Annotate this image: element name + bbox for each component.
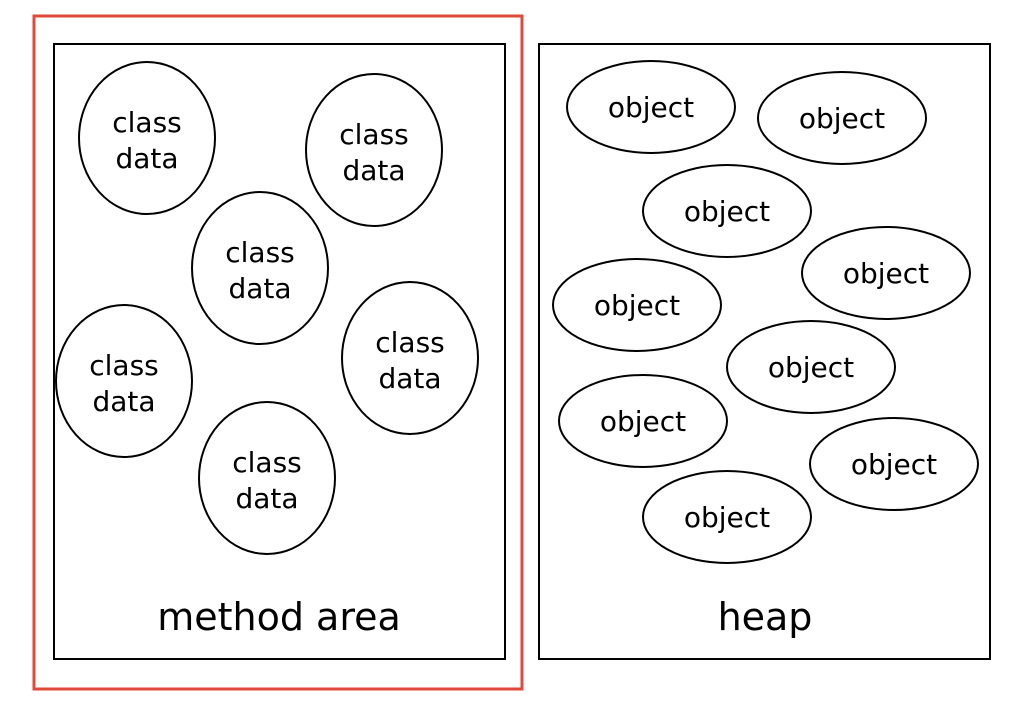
method-area-title: method area [157, 595, 401, 639]
object-node: object [757, 71, 927, 165]
object-ellipse [642, 164, 812, 258]
class-data-ellipse [198, 401, 336, 555]
object-node: object [726, 320, 896, 414]
method-area-border [53, 43, 506, 660]
object-ellipse [552, 258, 722, 352]
object-ellipse [642, 470, 812, 564]
class-data-label-line2: data [115, 142, 178, 175]
class-data-label-line2: data [235, 482, 298, 515]
object-label: object [594, 289, 680, 322]
class-data-label-line1: class [375, 326, 445, 359]
method-area-highlight-frame [32, 14, 524, 691]
object-node: object [552, 258, 722, 352]
class-data-label-line2: data [342, 154, 405, 187]
object-node: object [801, 226, 971, 320]
class-data-ellipse [305, 73, 443, 227]
class-data-ellipse [191, 191, 329, 345]
object-ellipse [726, 320, 896, 414]
class-data-group: classdataclassdataclassdataclassdataclas… [55, 61, 479, 555]
object-label: object [684, 195, 770, 228]
object-ellipse [558, 374, 728, 468]
class-data-label-line2: data [228, 272, 291, 305]
object-label: object [843, 257, 929, 290]
object-ellipse [757, 71, 927, 165]
class-data-label-line1: class [112, 106, 182, 139]
heap-border [538, 43, 991, 660]
class-data-ellipse [55, 304, 193, 458]
class-data-label-line2: data [378, 362, 441, 395]
object-label: object [600, 405, 686, 438]
object-label: object [851, 448, 937, 481]
class-data-ellipse [341, 281, 479, 435]
heap-title: heap [718, 595, 813, 639]
object-node: object [566, 60, 736, 154]
class-data-ellipse [78, 61, 216, 215]
object-node: object [642, 164, 812, 258]
class-data-label-line1: class [89, 349, 159, 382]
class-data-label-line1: class [232, 446, 302, 479]
object-ellipse [809, 417, 979, 511]
object-ellipse [801, 226, 971, 320]
object-node: object [809, 417, 979, 511]
heap-panel: object object object object object object obje… [538, 43, 991, 660]
object-ellipse [566, 60, 736, 154]
object-label: object [684, 501, 770, 534]
object-label: object [608, 91, 694, 124]
method-area-panel: classdataclassdataclassdataclassdataclas… [53, 43, 506, 660]
object-node: object [558, 374, 728, 468]
object-label: object [768, 351, 854, 384]
object-node: object [642, 470, 812, 564]
object-label: object [799, 102, 885, 135]
class-data-label-line2: data [92, 385, 155, 418]
class-data-label-line1: class [225, 236, 295, 269]
object-group: object object object object object object obje… [552, 60, 979, 564]
class-data-label-line1: class [339, 118, 409, 151]
